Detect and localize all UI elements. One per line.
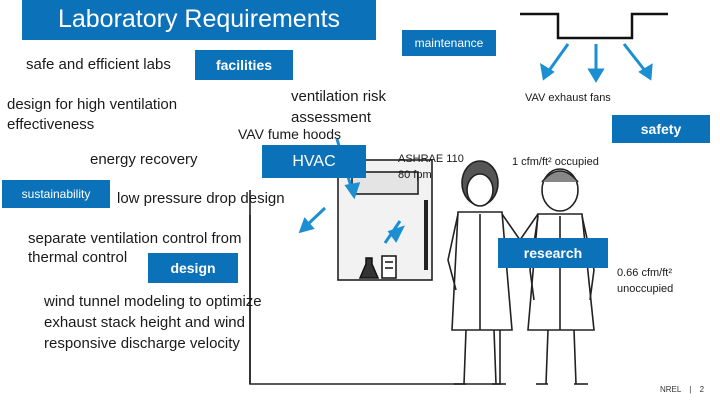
sustainability-tag: sustainability [2,180,110,208]
wind-tunnel-line2: exhaust stack height and wind [44,314,245,331]
exhaust-hood-icon [520,12,668,40]
lab-flask-icon [358,255,397,279]
design-tag: design [148,253,238,283]
footer: NREL | 2 [660,385,704,395]
unoccupied-rate-line2: unoccupied [617,283,674,295]
slide-title: Laboratory Requirements [22,0,376,40]
ashrae-line1: ASHRAE 110 [398,153,464,165]
exhaust-arrows [539,43,653,83]
unoccupied-rate-line1: 0.66 cfm/ft² [617,267,673,279]
facilities-tag: facilities [195,50,293,80]
research-tag: research [498,238,608,268]
ventilation-risk-line2: assessment [291,109,372,126]
wind-tunnel-line3: responsive discharge velocity [44,335,240,352]
energy-recovery-label: energy recovery [90,151,198,168]
page-number: 2 [699,385,705,394]
hvac-tag: HVAC [262,145,366,178]
occupied-rate-label: 1 cfm/ft² occupied [512,156,599,168]
maintenance-tag: maintenance [402,30,496,56]
high-ventilation-line1: design for high ventilation [7,96,178,113]
footer-org: NREL [660,385,682,394]
ashrae-line2: 80 fpm [398,169,432,181]
low-pressure-label: low pressure drop design [117,190,285,207]
high-ventilation-line2: effectiveness [7,116,95,133]
separate-control-line2: thermal control [28,249,128,266]
ventilation-risk-line1: ventilation risk [291,88,387,105]
safety-tag: safety [612,115,710,143]
fume-hoods-label: VAV fume hoods [238,126,341,142]
scientist-man-icon [527,168,595,385]
separate-control-line1: separate ventilation control from [28,230,242,247]
footer-separator: | [689,385,692,394]
wind-tunnel-line1: wind tunnel modeling to optimize [44,293,262,310]
scientist-woman-icon [447,160,539,385]
safe-efficient-label: safe and efficient labs [26,56,171,73]
vav-exhaust-label: VAV exhaust fans [525,92,611,104]
